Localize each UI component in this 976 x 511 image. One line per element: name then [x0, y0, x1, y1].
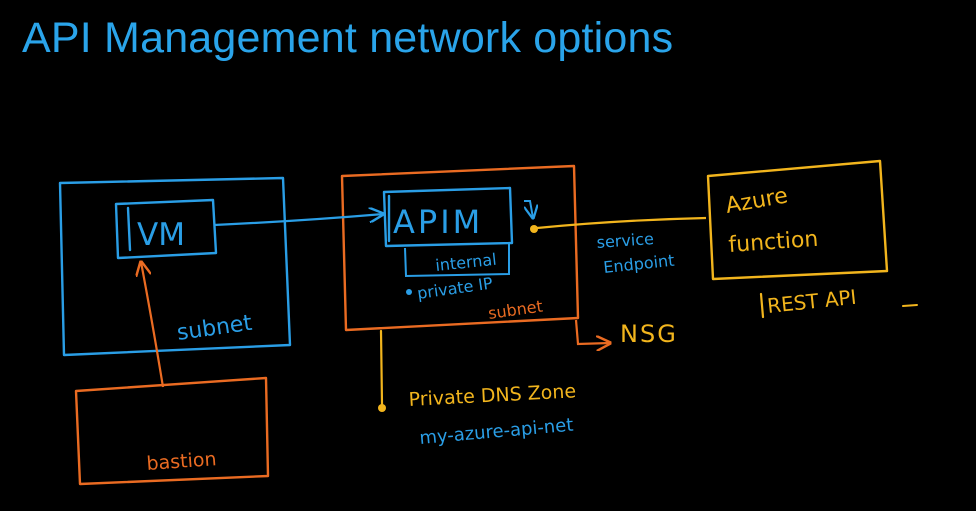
service-endpoint-dot — [530, 225, 538, 233]
function-label: function — [728, 227, 819, 258]
dns-zone-dot — [378, 404, 386, 412]
vm-subnet-label: subnet — [175, 311, 254, 346]
apim-down-arrow — [524, 200, 533, 218]
bastion-to-vm-arrow — [141, 262, 165, 388]
apim-subnet-box — [340, 164, 580, 332]
rest-api-label: REST API — [766, 285, 857, 318]
page-title: API Management network options — [22, 14, 674, 62]
private-ip-dot — [406, 289, 412, 295]
apim-box — [382, 186, 514, 248]
nsg-label: NSG — [620, 320, 678, 348]
apim-subnet-label: subnet — [487, 297, 544, 323]
azure-function-box — [706, 159, 889, 281]
vm-subnet-box — [58, 176, 292, 357]
apim-internal-connector — [404, 244, 510, 278]
vm-label: VM — [137, 217, 185, 253]
azure-label: Azure — [724, 183, 790, 218]
apim-label: APIM — [393, 203, 483, 241]
service-endpoint-line — [536, 216, 707, 230]
vm-box — [114, 198, 218, 260]
dns-name-label: my-azure-api-net — [419, 415, 575, 449]
internal-label: internal — [434, 250, 497, 275]
dns-zone-label: Private DNS Zone — [408, 380, 577, 411]
endpoint-label: Endpoint — [602, 251, 675, 277]
nsg-arrow — [574, 319, 610, 344]
bastion-label: bastion — [146, 448, 217, 475]
vm-to-apim-arrow — [213, 214, 383, 227]
service-label: service — [596, 229, 654, 252]
private-ip-label: private IP — [416, 274, 494, 303]
bastion-box — [74, 376, 270, 486]
